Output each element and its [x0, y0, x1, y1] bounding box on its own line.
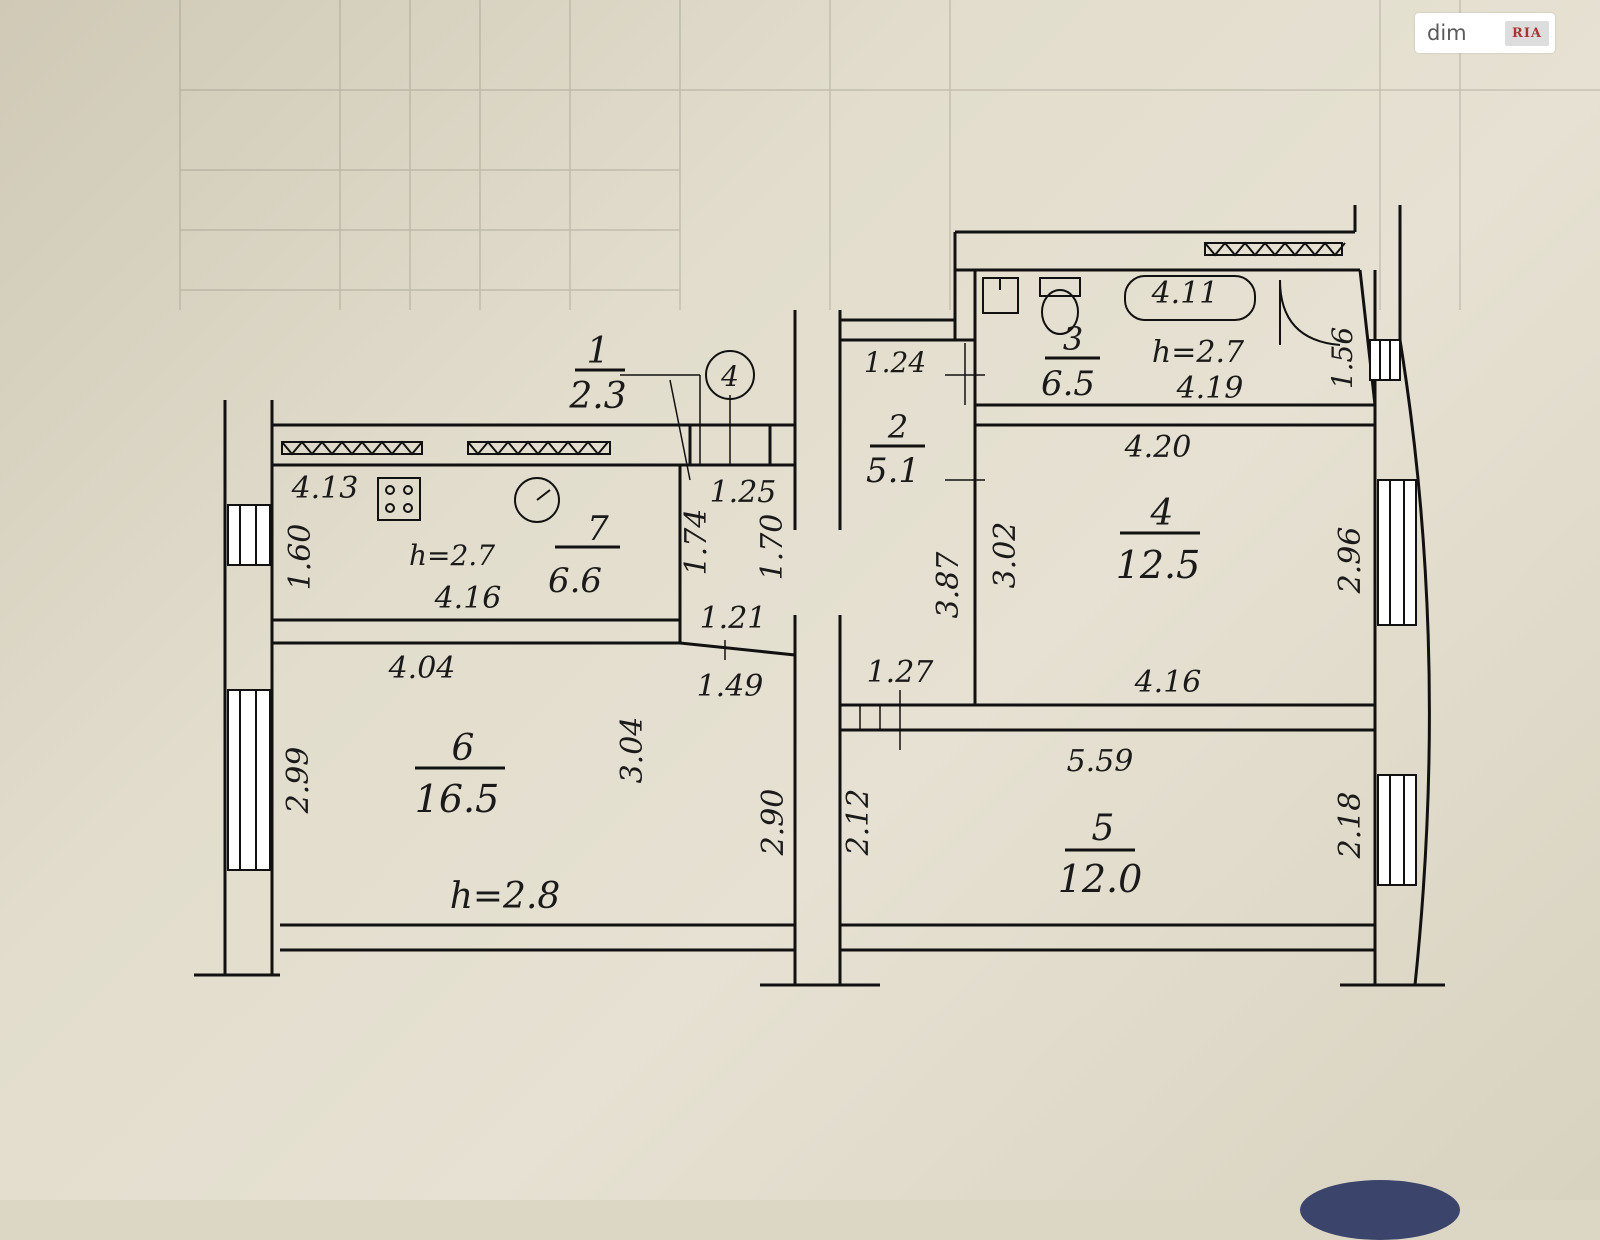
dim-4-11: 4.11: [1151, 276, 1219, 311]
dim-2-96: 2.96: [1333, 527, 1368, 595]
dim-2-18: 2.18: [1333, 792, 1368, 860]
dim-5-59: 5.59: [1067, 744, 1134, 779]
room-labels: 1 2.3 2 5.1 3 6.5 h=2.7 4 12.5 5 12.0 6 …: [409, 320, 1245, 917]
room-number-lines: [415, 356, 1200, 852]
room-3-number: 3: [1063, 320, 1083, 358]
plan-drawing: 1 2.3 2 5.1 3 6.5 h=2.7 4 12.5 5 12.0 6 …: [194, 205, 1445, 987]
dim-3-04: 3.04: [615, 717, 650, 784]
dimension-labels: 4.13 1.60 4.16 1.25 1.74 1.70 1.21 4.04 …: [281, 276, 1368, 859]
outer-walls: [194, 205, 1445, 987]
dim-1-49: 1.49: [697, 669, 764, 704]
room-1-number: 1: [587, 331, 610, 372]
vent-ducts: [281, 241, 1346, 456]
dim-1-21: 1.21: [700, 601, 767, 636]
dim-2-12: 2.12: [841, 789, 876, 857]
dim-4-16-room4: 4.16: [1134, 665, 1202, 700]
room-6-area: 16.5: [415, 777, 500, 821]
dim-4-04: 4.04: [388, 651, 456, 686]
apartment-number: 4: [720, 360, 739, 393]
watermark-badge: RIA: [1505, 20, 1549, 46]
dim-3-87: 3.87: [931, 551, 966, 619]
room-3-height: h=2.7: [1152, 335, 1245, 370]
dim-4-13: 4.13: [291, 471, 359, 506]
dim-ria-watermark: dim RIA: [1415, 13, 1555, 53]
dim-1-27: 1.27: [867, 655, 935, 690]
watermark-brand: dim: [1427, 21, 1467, 45]
dim-2-90: 2.90: [756, 789, 791, 857]
dim-1-74: 1.74: [679, 509, 714, 576]
room-6-height: h=2.8: [450, 876, 561, 917]
dim-1-25: 1.25: [710, 475, 777, 510]
dim-4-20: 4.20: [1124, 430, 1192, 465]
room-3-area: 6.5: [1041, 364, 1095, 404]
dimension-ticks: [620, 343, 985, 750]
dim-1-60: 1.60: [283, 524, 318, 591]
room-2-area: 5.1: [866, 451, 920, 491]
room-7-area: 6.6: [548, 561, 602, 601]
fixtures: [377, 275, 1341, 523]
paper-background: [0, 0, 1600, 1200]
room-7-height: h=2.7: [409, 539, 495, 572]
room-7-number: 7: [587, 509, 609, 549]
dim-1-56: 1.56: [1326, 327, 1359, 389]
dim-2-99: 2.99: [281, 747, 316, 815]
stamp-seal: [1300, 1180, 1460, 1240]
windows: [227, 339, 1417, 886]
dim-1-70: 1.70: [755, 514, 790, 581]
room-4-number: 4: [1150, 493, 1174, 534]
room-5-number: 5: [1092, 808, 1115, 849]
faint-background-table: [179, 0, 1600, 310]
room-5-area: 12.0: [1058, 857, 1143, 901]
room-6-number: 6: [452, 728, 475, 769]
dim-4-16-kitchen: 4.16: [434, 581, 502, 616]
dim-3-02: 3.02: [988, 522, 1023, 589]
dim-4-19: 4.19: [1176, 371, 1244, 406]
room-1-area: 2.3: [568, 376, 626, 417]
room-4-area: 12.5: [1116, 543, 1201, 587]
dim-1-24: 1.24: [864, 346, 926, 379]
room-2-number: 2: [887, 408, 908, 446]
apartment-number-circle: [705, 350, 755, 400]
